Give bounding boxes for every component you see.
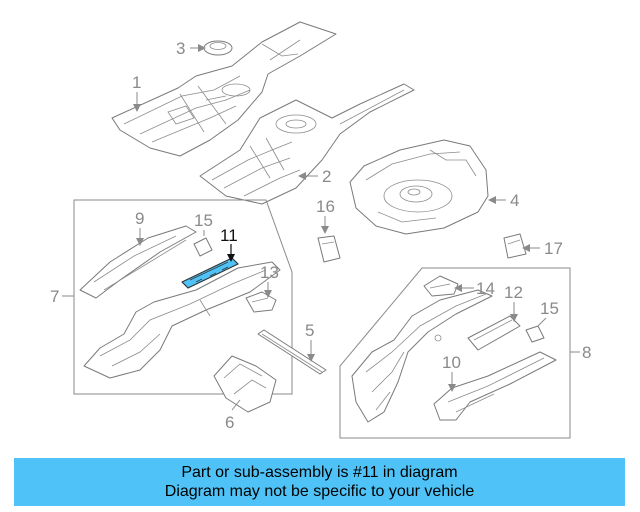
floor-pan-rear xyxy=(199,83,415,205)
banner-line-2: Diagram may not be specific to your vehi… xyxy=(164,483,475,500)
crossmember-5 xyxy=(257,329,327,375)
floor-pan-front xyxy=(111,21,337,157)
bracket-12 xyxy=(467,315,521,351)
banner-line-1: Part or sub-assembly is #11 in diagram xyxy=(181,464,458,481)
callout-15-left: 15 xyxy=(194,211,213,230)
callout-3: 3 xyxy=(176,39,185,58)
callout-4: 4 xyxy=(510,191,519,210)
bracket-14 xyxy=(423,275,459,297)
callout-14: 14 xyxy=(476,279,495,298)
callout-16: 16 xyxy=(316,197,335,216)
plate-17 xyxy=(503,233,527,259)
info-banner: Part or sub-assembly is #11 in diagram D… xyxy=(14,458,625,506)
callout-12: 12 xyxy=(504,283,523,302)
callout-9: 9 xyxy=(135,209,144,228)
spare-tire-tub xyxy=(349,139,489,235)
left-rail xyxy=(83,261,281,379)
plate-16 xyxy=(317,235,341,263)
callout-7: 7 xyxy=(50,287,59,306)
callout-15-right: 15 xyxy=(540,299,559,318)
right-rail xyxy=(351,289,493,423)
callout-6: 6 xyxy=(225,413,234,432)
callout-11: 11 xyxy=(220,226,238,245)
rail-10 xyxy=(433,351,557,421)
parts-diagram: 1 2 3 4 16 17 7 9 15 11 13 5 6 14 12 15 … xyxy=(50,21,591,439)
callout-17: 17 xyxy=(544,239,563,258)
sill-reinforcement-11 xyxy=(181,257,239,289)
bracket-13 xyxy=(245,291,277,313)
callout-5: 5 xyxy=(305,321,314,340)
patch-15-right xyxy=(525,325,545,343)
left-group-box xyxy=(73,199,293,395)
bracket-6 xyxy=(213,355,277,413)
callout-8: 8 xyxy=(582,343,591,362)
callout-10: 10 xyxy=(442,353,461,372)
plug xyxy=(203,40,233,56)
callout-1: 1 xyxy=(132,73,141,92)
patch-15-left xyxy=(193,237,213,257)
rail-extension-9 xyxy=(79,225,197,299)
callout-13: 13 xyxy=(260,263,279,282)
callout-2: 2 xyxy=(322,167,331,186)
right-group-box xyxy=(339,267,571,439)
